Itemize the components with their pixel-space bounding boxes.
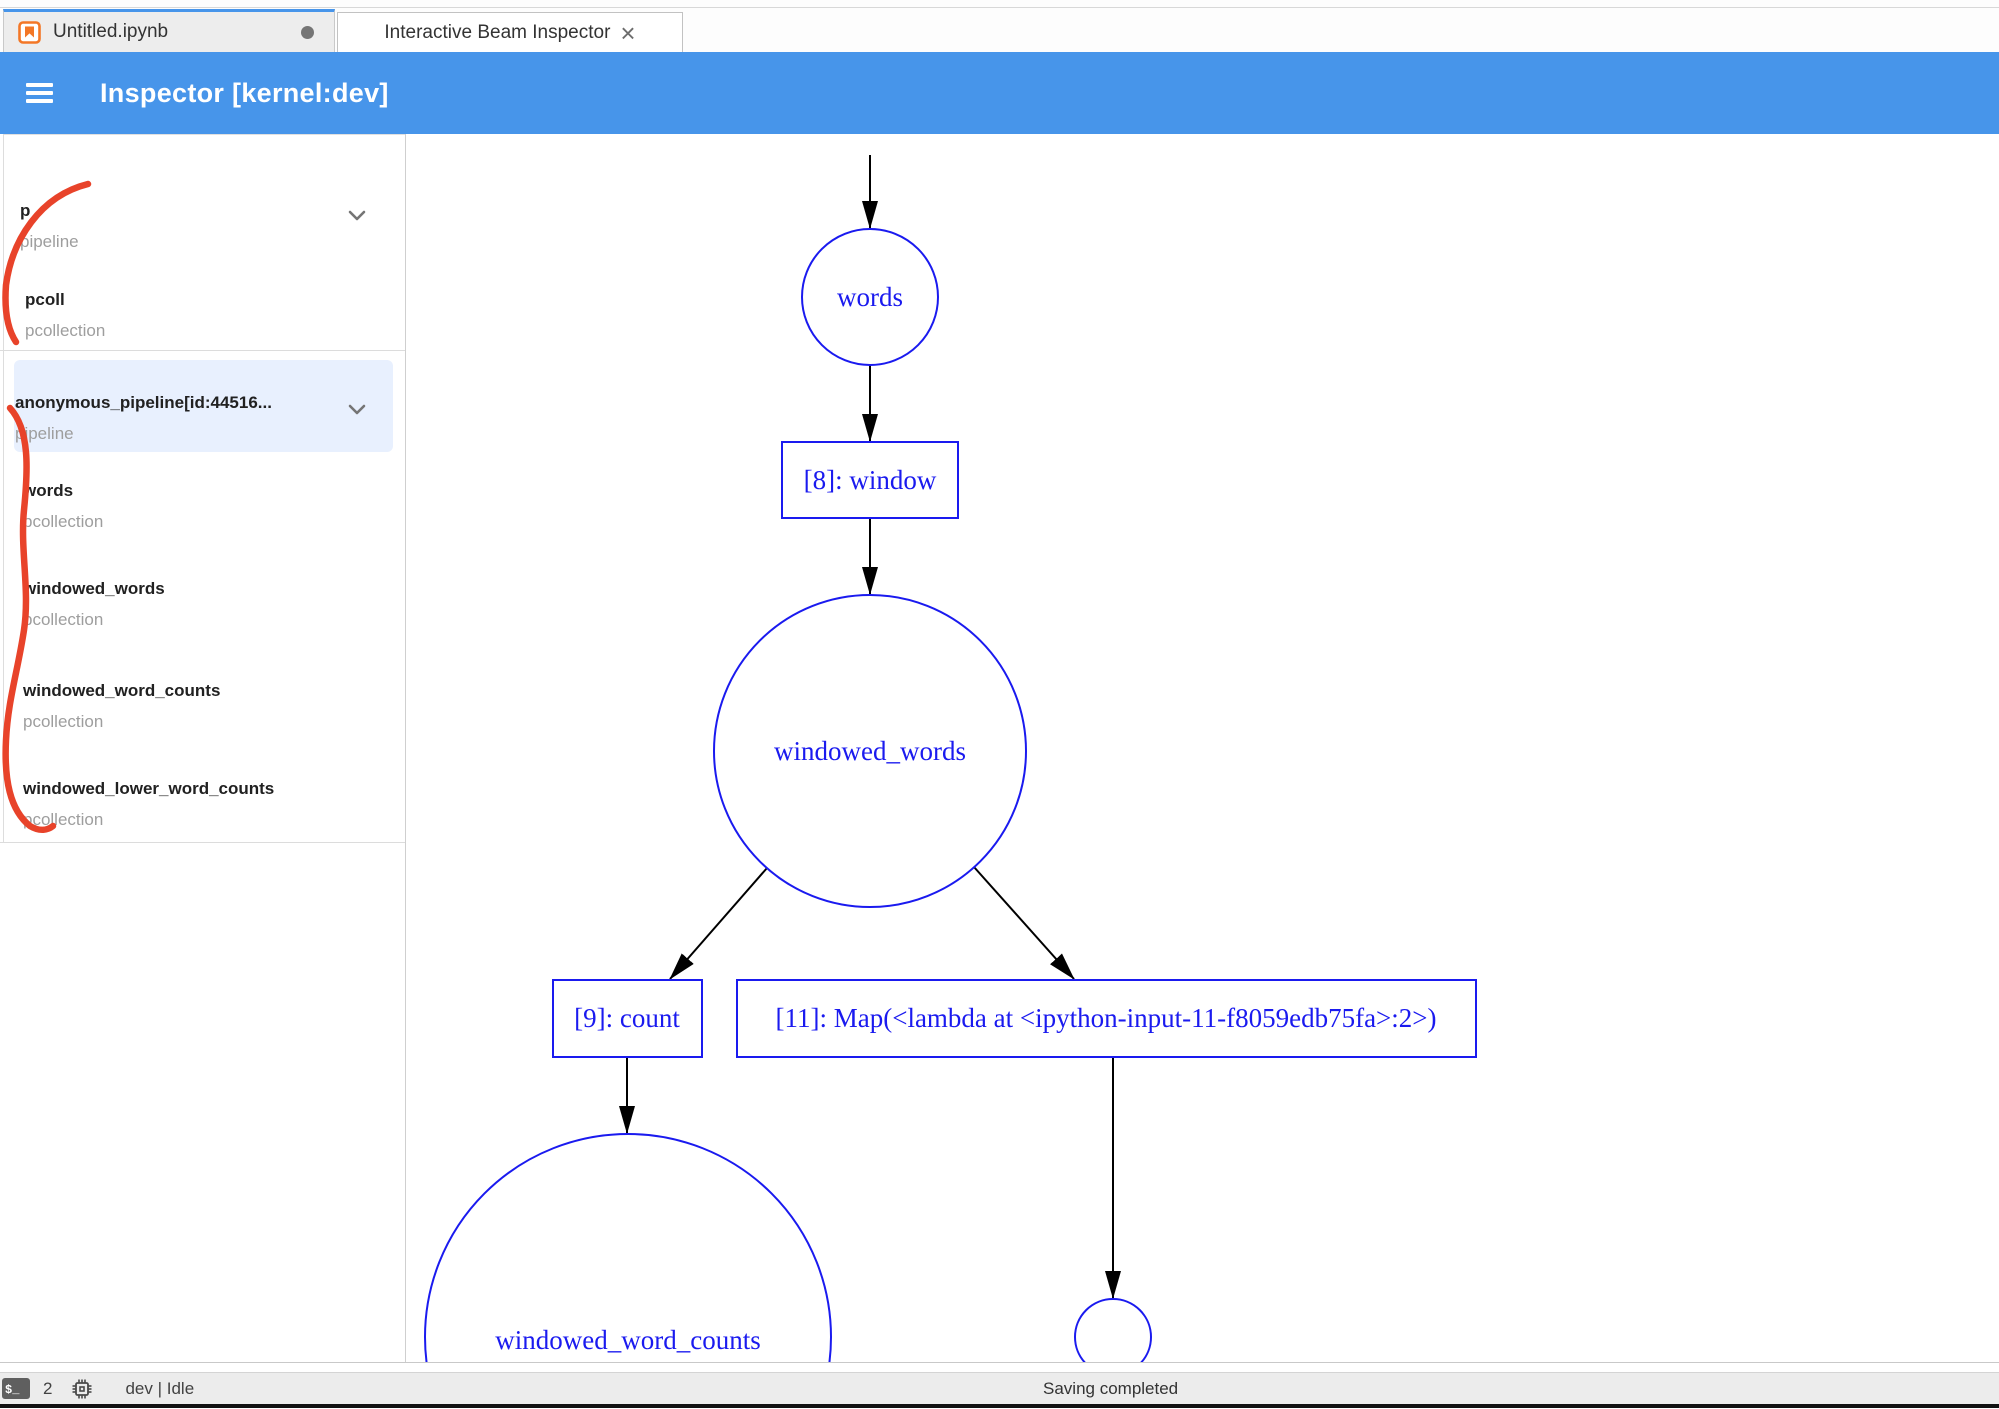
item-type: pcollection	[23, 712, 104, 731]
divider	[0, 1363, 1999, 1372]
item-name: p	[20, 201, 31, 220]
chevron-down-icon[interactable]	[344, 202, 370, 228]
main-area: p pipeline pcoll pcollection anonymous_p…	[0, 134, 1999, 1363]
item-name: windowed_lower_word_counts	[23, 779, 275, 798]
graph-node-label: [9]: count	[574, 1003, 680, 1033]
pipeline-graph: words [8]: window windowed_words [9]: co…	[406, 134, 1999, 1362]
graph-node-label: [8]: window	[804, 465, 937, 495]
graph-node-label: windowed_word_counts	[495, 1325, 760, 1355]
graph-node-windowed-words: windowed_words	[713, 594, 1027, 908]
tab-label: Untitled.ipynb	[53, 21, 169, 42]
sidebar-item-p[interactable]: p pipeline	[0, 200, 393, 253]
inspector-header: Inspector [kernel:dev]	[0, 52, 1999, 134]
sidebar: p pipeline pcoll pcollection anonymous_p…	[0, 134, 406, 1362]
tab-bar: Untitled.ipynb Interactive Beam Inspecto…	[0, 0, 1999, 52]
sidebar-item-windowed-lower-word-counts[interactable]: windowed_lower_word_counts pcollection	[0, 778, 393, 831]
kernel-count[interactable]: 2	[43, 1378, 53, 1398]
item-name: words	[23, 481, 74, 500]
sidebar-item-words[interactable]: words pcollection	[0, 480, 393, 533]
graph-edge	[973, 866, 1075, 980]
sidebar-item-anonymous-pipeline[interactable]: anonymous_pipeline[id:44516... pipeline	[0, 392, 393, 445]
window-bottom-edge	[0, 1404, 1999, 1408]
item-type: pcollection	[23, 512, 104, 531]
graph-node-unnamed-pcollection	[1074, 1298, 1152, 1362]
topbar-divider	[0, 7, 1999, 8]
item-name: windowed_word_counts	[23, 681, 221, 700]
item-name: windowed_words	[23, 579, 165, 598]
notebook-icon	[18, 20, 41, 44]
graph-node-windowed-word-counts: windowed_word_counts	[424, 1133, 832, 1362]
graph-node-map-lambda: [11]: Map(<lambda at <ipython-input-11-f…	[736, 979, 1477, 1058]
item-type: pipeline	[15, 424, 74, 443]
tab-untitled-notebook[interactable]: Untitled.ipynb	[3, 9, 335, 52]
close-icon[interactable]: ×	[620, 17, 636, 48]
graph-node-window: [8]: window	[781, 441, 959, 519]
graph-node-label: windowed_words	[774, 736, 966, 766]
selected-item-highlight	[14, 360, 393, 452]
graph-node-count: [9]: count	[552, 979, 703, 1058]
tab-interactive-beam-inspector[interactable]: Interactive Beam Inspector ×	[337, 12, 683, 52]
unsaved-changes-dot	[301, 25, 314, 39]
sidebar-item-windowed-words[interactable]: windowed_words pcollection	[0, 578, 393, 631]
divider	[3, 134, 405, 135]
graph-node-label: words	[837, 282, 903, 312]
sidebar-item-pcoll[interactable]: pcoll pcollection	[0, 289, 393, 342]
menu-icon[interactable]	[26, 79, 53, 108]
sidebar-item-windowed-word-counts[interactable]: windowed_word_counts pcollection	[0, 680, 393, 733]
item-name: anonymous_pipeline[id:44516...	[15, 393, 272, 412]
chevron-down-icon[interactable]	[344, 396, 370, 422]
kernel-chip-icon[interactable]	[71, 1378, 93, 1400]
item-type: pcollection	[23, 810, 104, 829]
graph-node-label: [11]: Map(<lambda at <ipython-input-11-f…	[776, 1003, 1437, 1033]
terminal-icon[interactable]: $_	[2, 1378, 30, 1399]
terminal-icon-glyph: $_	[5, 1383, 20, 1397]
graph-node-words: words	[801, 228, 939, 366]
item-type: pcollection	[25, 321, 106, 340]
item-type: pcollection	[23, 610, 104, 629]
divider	[0, 842, 405, 843]
divider	[0, 350, 405, 351]
status-message: Saving completed	[1043, 1378, 1179, 1398]
status-bar: $_ 2 dev | Idle Saving completed	[0, 1372, 1999, 1404]
kernel-status[interactable]: dev | Idle	[125, 1378, 195, 1398]
graph-edge	[669, 867, 768, 980]
tab-label: Interactive Beam Inspector	[384, 21, 611, 43]
page-title: Inspector [kernel:dev]	[100, 77, 389, 108]
item-type: pipeline	[20, 232, 79, 251]
item-name: pcoll	[25, 290, 65, 309]
